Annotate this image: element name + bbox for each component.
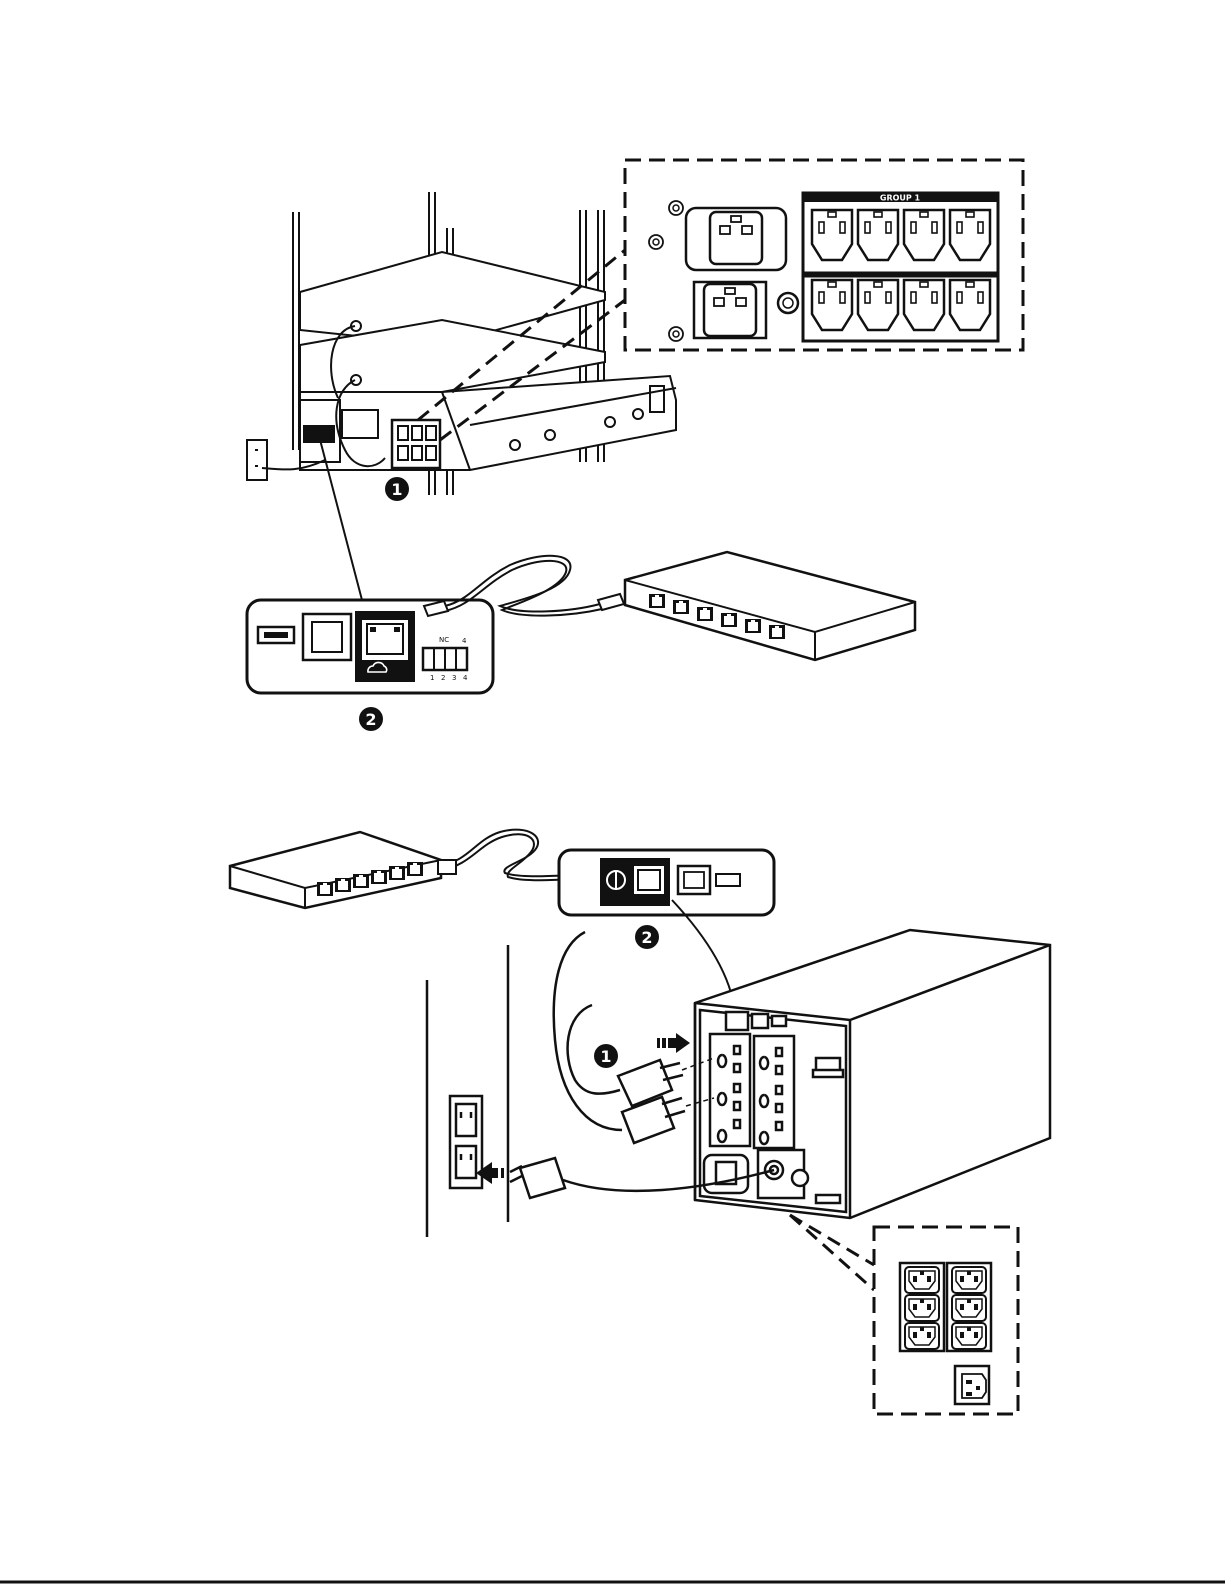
plug-in-arrow <box>657 1033 690 1053</box>
svg-text:4: 4 <box>463 674 468 682</box>
tower-zoom-leaders <box>790 1215 874 1290</box>
callout-tower-2: 2 <box>635 925 659 949</box>
wall <box>427 945 508 1237</box>
tower-ups <box>695 930 1050 1218</box>
svg-text:2: 2 <box>365 710 376 729</box>
nc-terminal-label: NC <box>439 636 449 644</box>
svg-text:4: 4 <box>462 637 467 645</box>
svg-text:1: 1 <box>600 1047 611 1066</box>
group-label: GROUP 1 <box>880 194 921 203</box>
rack-illustration <box>247 192 676 495</box>
tower-network-switch <box>230 832 441 908</box>
svg-text:1: 1 <box>391 480 402 499</box>
callout-rack-2: 2 <box>359 707 383 731</box>
tower-comm-panel <box>559 850 774 915</box>
callout-tower-1: 1 <box>594 1044 618 1068</box>
svg-text:2: 2 <box>641 928 652 947</box>
svg-text:1: 1 <box>430 674 434 682</box>
rack-outlet-zoom-panel: GROUP 1 <box>625 160 1023 350</box>
svg-text:3: 3 <box>452 674 456 682</box>
tower-outlet-zoom-panel <box>874 1227 1018 1414</box>
rack-network-switch <box>625 552 915 660</box>
svg-text:2: 2 <box>441 674 445 682</box>
callout-rack-1: 1 <box>385 477 409 501</box>
